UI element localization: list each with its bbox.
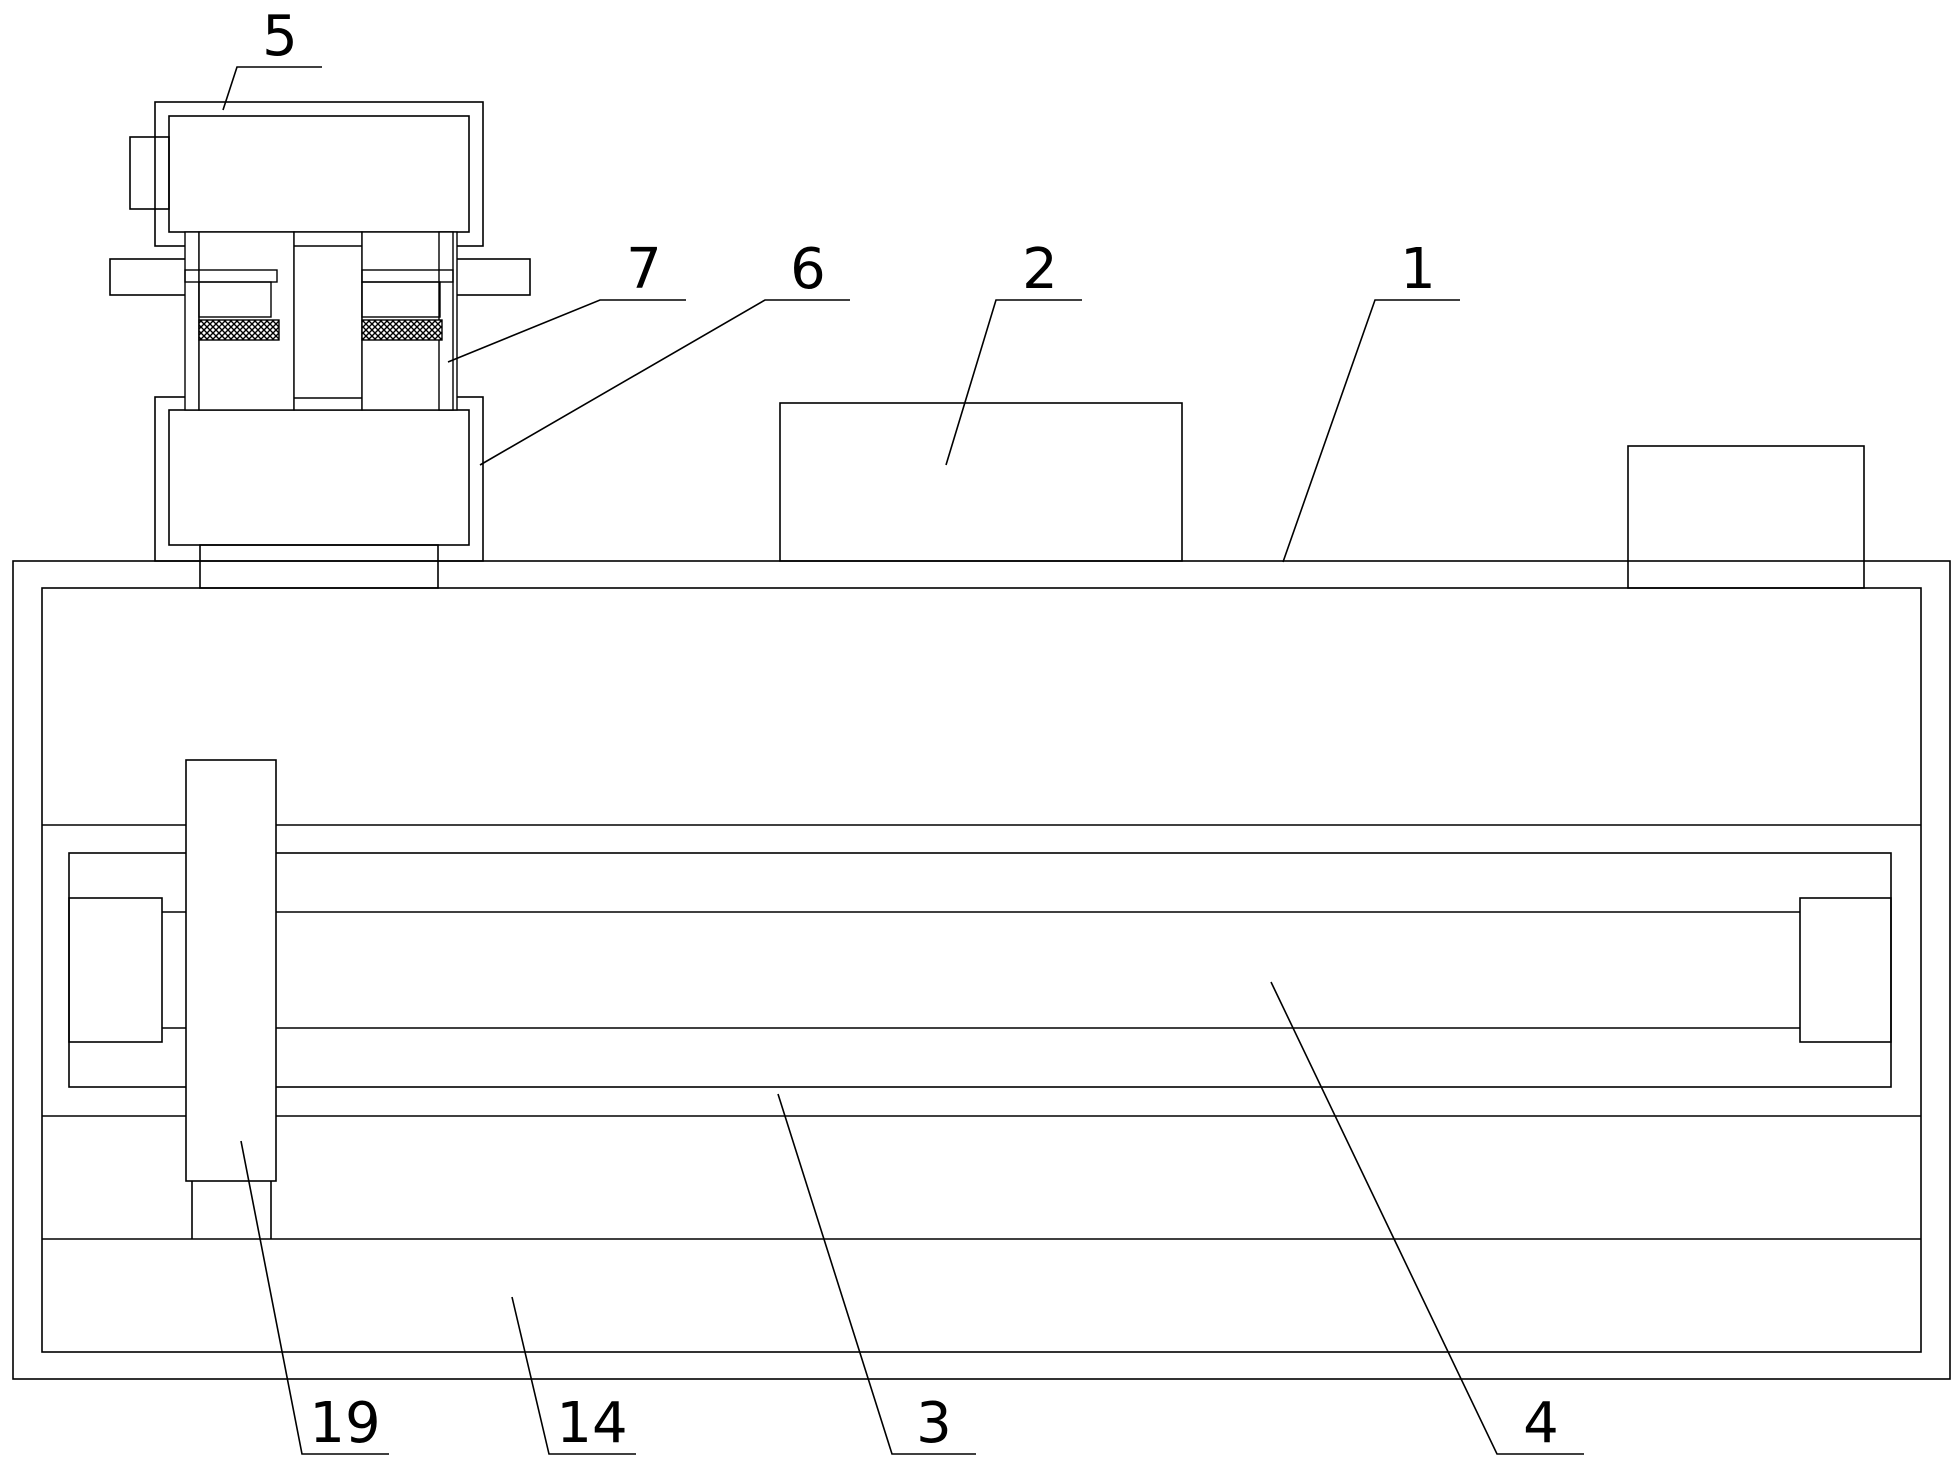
guide-rail-assembly [68, 852, 1892, 1088]
leader-19 [240, 1140, 389, 1455]
leader-6 [479, 299, 850, 466]
label-19: 19 [309, 1391, 380, 1456]
label-6: 6 [790, 237, 826, 302]
leader-14 [511, 1296, 636, 1455]
leader-2 [945, 299, 1082, 466]
upper-housing [154, 101, 484, 247]
label-3: 3 [916, 1391, 952, 1456]
press-tower [109, 101, 531, 589]
label-1: 1 [1400, 237, 1436, 302]
tower-base [199, 544, 439, 589]
leader-1 [1282, 299, 1460, 563]
leader-7 [447, 299, 686, 363]
top-box [779, 402, 1183, 562]
label-2: 2 [1022, 237, 1058, 302]
label-14: 14 [556, 1391, 627, 1456]
side-knob [129, 136, 170, 210]
leader-lines [222, 66, 1584, 1455]
right-top-block [1627, 445, 1865, 589]
leader-3 [777, 1093, 976, 1455]
label-5: 5 [262, 4, 298, 69]
left-end-block [68, 897, 163, 1043]
right-knurled-pad [361, 319, 443, 341]
left-knurled-pad [198, 319, 280, 341]
callout-labels: 1 2 3 4 5 6 7 14 19 [262, 4, 1559, 1456]
label-4: 4 [1523, 1391, 1559, 1456]
sliding-carriage [185, 759, 277, 1239]
right-end-block [1799, 897, 1892, 1043]
lower-housing [154, 396, 484, 562]
label-7: 7 [626, 237, 662, 302]
leader-4 [1270, 981, 1584, 1455]
main-body [12, 560, 1951, 1380]
leader-5 [222, 66, 322, 111]
